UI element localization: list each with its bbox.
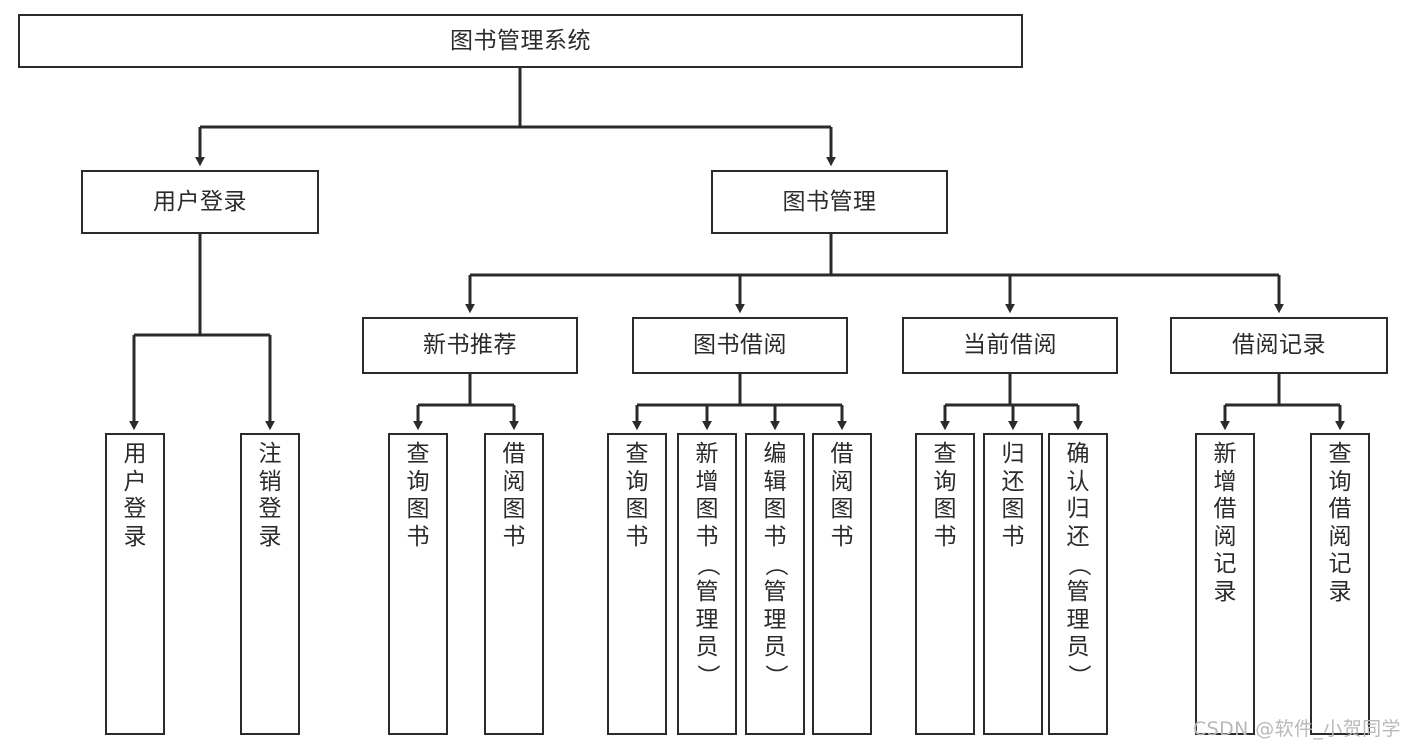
node-leaf[interactable]: 借阅图书 — [484, 433, 544, 735]
node-leaf-label: 查询借阅记录 — [1328, 441, 1352, 605]
node-level2-user-login[interactable]: 用户登录 — [81, 170, 319, 234]
node-leaf[interactable]: 新增借阅记录 — [1195, 433, 1255, 735]
node-leaf-label: 用户登录 — [123, 441, 147, 550]
node-leaf[interactable]: 查询图书 — [607, 433, 667, 735]
node-leaf-label: 借阅图书 — [830, 441, 854, 550]
node-leaf-label: 编辑图书（管理员） — [762, 441, 789, 688]
csdn-watermark: CSDN @软件_小贺同学 — [1193, 718, 1401, 740]
node-leaf-label: 确认归还（管理员） — [1065, 441, 1092, 688]
node-leaf-label: 注销登录 — [258, 441, 282, 550]
node-leaf[interactable]: 查询图书 — [388, 433, 448, 735]
node-leaf[interactable]: 查询图书 — [915, 433, 975, 735]
node-leaf-label: 归还图书 — [1001, 441, 1025, 550]
node-leaf[interactable]: 新增图书（管理员） — [677, 433, 737, 735]
node-leaf-label: 查询图书 — [406, 441, 430, 550]
node-level3-book-borrow[interactable]: 图书借阅 — [632, 317, 848, 374]
node-leaf-label: 新增借阅记录 — [1213, 441, 1237, 605]
node-level2-book-management[interactable]: 图书管理 — [711, 170, 948, 234]
node-leaf[interactable]: 查询借阅记录 — [1310, 433, 1370, 735]
node-leaf[interactable]: 确认归还（管理员） — [1048, 433, 1108, 735]
node-leaf[interactable]: 编辑图书（管理员） — [745, 433, 805, 735]
node-leaf[interactable]: 用户登录 — [105, 433, 165, 735]
node-leaf-label: 借阅图书 — [502, 441, 526, 550]
node-root[interactable]: 图书管理系统 — [18, 14, 1023, 68]
node-level3-new-book-recommend[interactable]: 新书推荐 — [362, 317, 578, 374]
node-level3-borrow-record[interactable]: 借阅记录 — [1170, 317, 1388, 374]
node-leaf[interactable]: 注销登录 — [240, 433, 300, 735]
node-leaf[interactable]: 归还图书 — [983, 433, 1043, 735]
node-leaf-label: 查询图书 — [933, 441, 957, 550]
node-leaf-label: 查询图书 — [625, 441, 649, 550]
node-leaf[interactable]: 借阅图书 — [812, 433, 872, 735]
node-level3-current-borrow[interactable]: 当前借阅 — [902, 317, 1118, 374]
node-leaf-label: 新增图书（管理员） — [694, 441, 721, 688]
